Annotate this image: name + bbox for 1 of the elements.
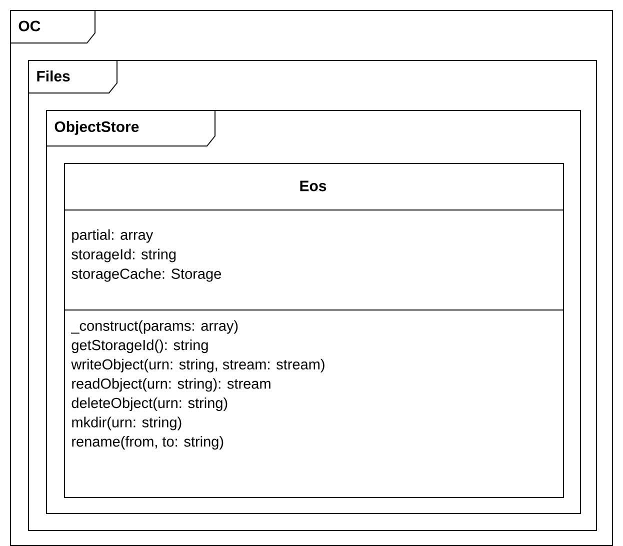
class-box: Eos partial: array storageId: string storageCache: Storage _construct(params: array) getStorageId(): string writeObject(urn: string, stream: stream) readObject(urn: string): stream deleteObject(urn: string) mkdir(urn: string) rename(from, to: string) [64,163,564,498]
